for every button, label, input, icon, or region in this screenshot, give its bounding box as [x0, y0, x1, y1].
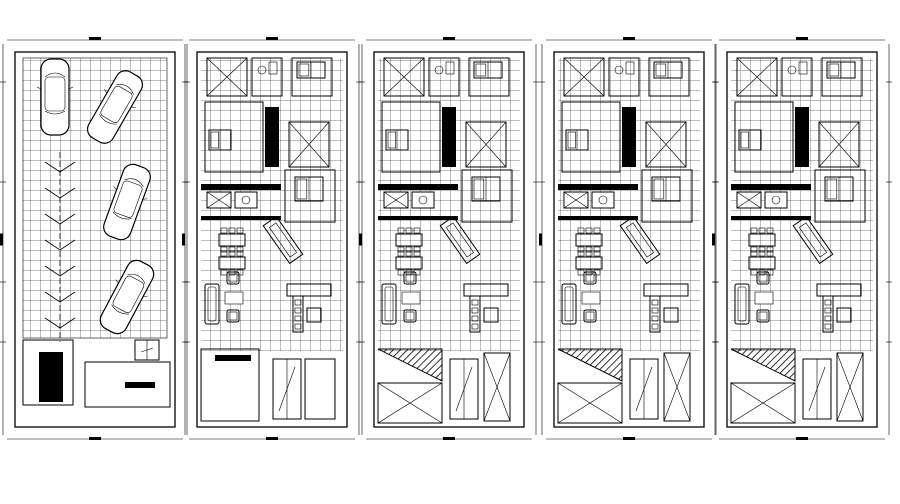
kitchen-counter: [469, 295, 481, 333]
bedroom-right: [641, 169, 693, 223]
plan-sheet-parking: [0, 37, 190, 440]
plan-sheet-floor-2: [359, 37, 539, 440]
sheet-outline: [196, 51, 348, 428]
closet: [442, 107, 456, 167]
bed-icon: [296, 61, 326, 79]
sofa-icon: [381, 283, 397, 325]
kitchen-counter: [649, 295, 661, 333]
sofa-icon: [561, 283, 577, 325]
dining-table-icon: [748, 227, 776, 253]
bed-icon: [294, 176, 324, 202]
sofa-icon: [734, 283, 750, 325]
terrace-hatched: [730, 348, 796, 382]
bedroom-hatched: [561, 101, 621, 173]
bedroom-right: [461, 169, 513, 223]
bed-icon: [738, 129, 762, 151]
bed-icon: [473, 61, 503, 79]
bed-icon: [651, 176, 681, 202]
bed-icon: [208, 129, 232, 151]
car-icon: [36, 58, 74, 136]
plan-sheet-floor-3: [539, 37, 719, 440]
sofa-icon: [204, 283, 220, 325]
dining-table-icon: [218, 227, 246, 253]
bed-icon: [565, 129, 589, 151]
terrace-hatched: [377, 348, 443, 382]
bed-icon: [471, 176, 501, 202]
bedroom-right: [814, 169, 866, 223]
bedroom-hatched: [734, 101, 794, 173]
bathroom: [608, 57, 640, 97]
dining-table-icon: [575, 227, 603, 253]
sheet-outline: [553, 51, 705, 428]
utility-room: [84, 361, 171, 408]
dining-table-icon: [395, 227, 423, 253]
bed-icon: [826, 61, 856, 79]
bed-icon: [653, 61, 683, 79]
sheet-outline: [14, 51, 176, 428]
bedroom-right: [284, 169, 336, 223]
plan-sheet-floor-1: [182, 37, 362, 440]
closet: [795, 107, 809, 167]
car-icon: [99, 259, 155, 335]
dining-table-icon: [218, 250, 246, 276]
closet: [622, 107, 636, 167]
ramp: [22, 339, 74, 406]
bathroom: [428, 57, 460, 97]
stair-icon: [802, 358, 832, 420]
bed-icon: [824, 176, 854, 202]
terrace-hatched: [557, 348, 623, 382]
car-icon: [103, 163, 151, 241]
bathroom: [251, 57, 283, 97]
sheet-outline: [373, 51, 525, 428]
kitchen-counter: [292, 295, 304, 333]
bedroom-hatched: [204, 101, 264, 173]
kitchen-counter: [822, 295, 834, 333]
sheet-outline: [726, 51, 878, 428]
stair-icon: [134, 339, 160, 361]
stair-icon: [449, 358, 479, 420]
bed-icon: [385, 129, 409, 151]
car-icon: [86, 70, 144, 144]
stair-icon: [272, 358, 302, 420]
stair-icon: [629, 358, 659, 420]
bedroom-hatched: [381, 101, 441, 173]
plan-sheet-floor-4: [712, 37, 892, 440]
garage-ramp: [200, 348, 260, 422]
bathroom: [781, 57, 813, 97]
closet: [265, 107, 279, 167]
